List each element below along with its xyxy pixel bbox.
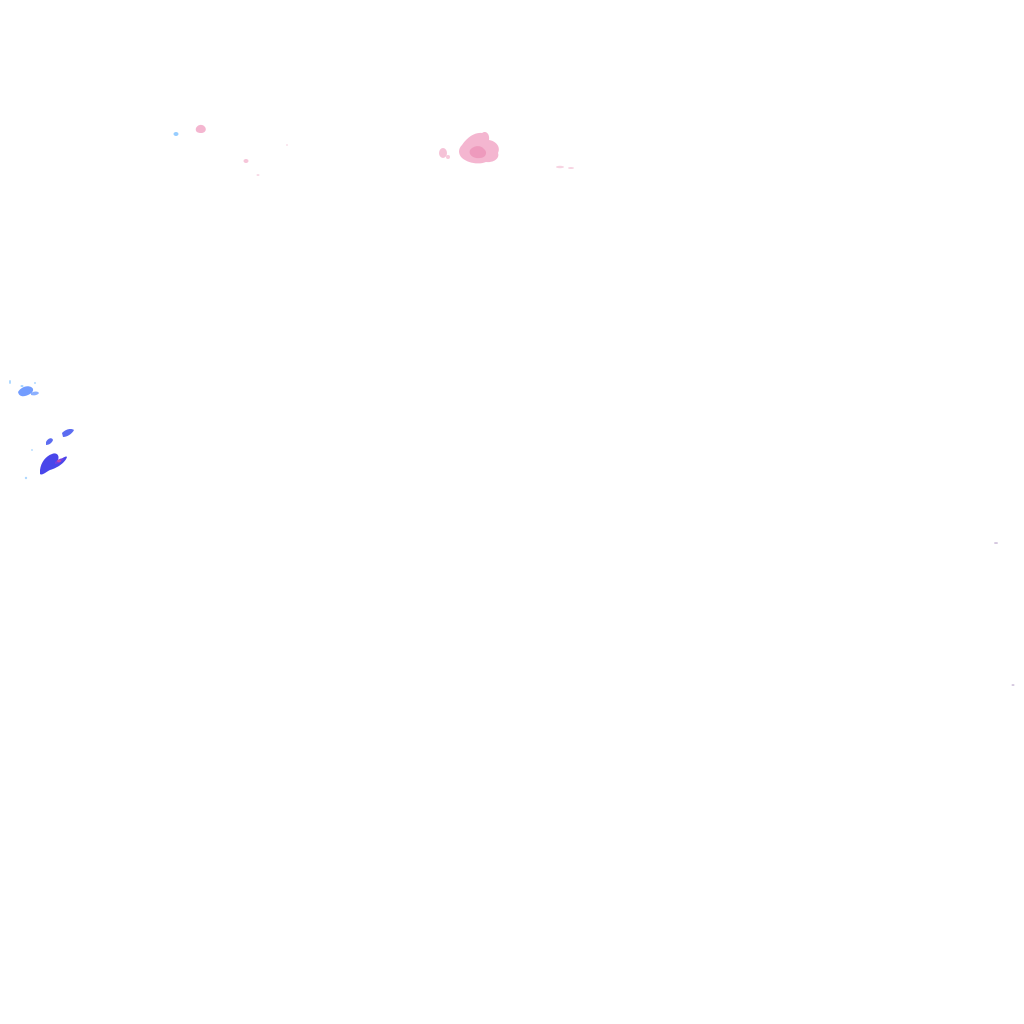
echo-cell [994, 542, 998, 544]
echo-cluster-north-center [439, 131, 574, 169]
echo-cell [195, 124, 206, 133]
echo-cell [24, 476, 28, 480]
echo-cluster-west-lower [24, 429, 74, 480]
echo-cell [57, 459, 61, 463]
echo-cell [173, 132, 179, 136]
echo-cell [31, 391, 39, 396]
echo-cell [469, 146, 487, 159]
echo-cell [243, 159, 249, 163]
echo-cell [62, 429, 74, 437]
echo-cell [256, 174, 260, 176]
echo-cell [18, 386, 34, 397]
echo-cell [20, 385, 24, 387]
echo-cell [446, 155, 450, 159]
echo-cell [31, 449, 33, 451]
echo-cell [568, 167, 574, 169]
echo-cell [34, 382, 36, 384]
echo-cell [40, 453, 67, 475]
echo-cell [439, 148, 447, 158]
echo-cell [1011, 684, 1015, 686]
echo-cell [556, 165, 564, 169]
echo-cell [286, 144, 288, 146]
echo-cell [46, 438, 53, 445]
echo-cluster-east [994, 542, 1015, 686]
echo-cluster-west-upper [9, 380, 39, 397]
echo-cell [9, 380, 11, 384]
echo-cluster-north-west [173, 124, 288, 176]
